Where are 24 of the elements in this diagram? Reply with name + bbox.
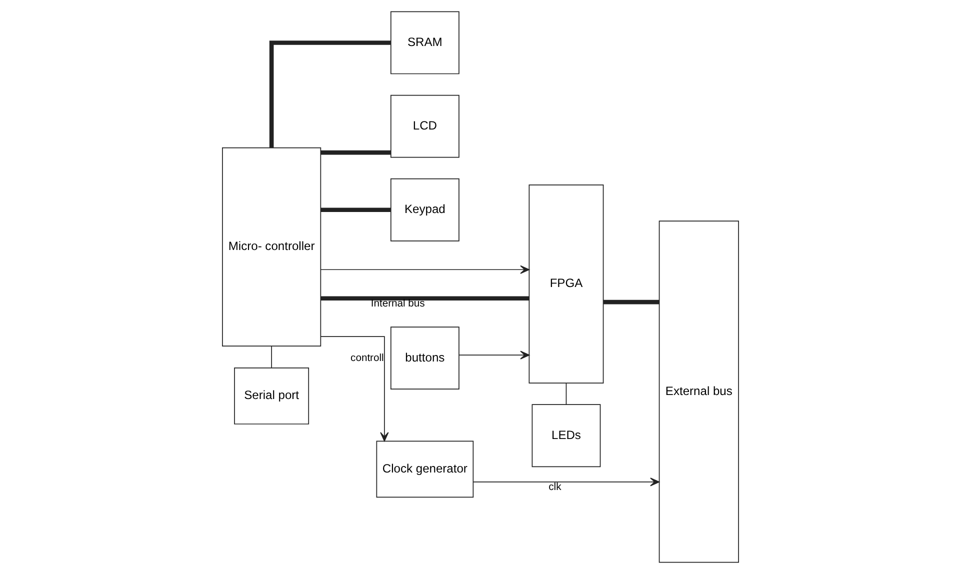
node-box: Micro- controller <box>222 147 322 346</box>
connector <box>269 40 391 148</box>
arrow <box>458 350 530 360</box>
arrow <box>320 265 530 274</box>
node-box: LEDs <box>532 404 601 468</box>
node-box: FPGA <box>528 184 604 384</box>
edge-label: clk <box>548 482 562 494</box>
edge-label: controll <box>350 352 384 364</box>
connector <box>320 208 391 212</box>
node-box: Keypad <box>390 178 460 242</box>
node-box: Serial port <box>234 368 310 424</box>
connector <box>604 300 660 304</box>
connector <box>320 150 391 155</box>
edge-label: Internal bus <box>370 298 425 310</box>
arrow <box>472 478 660 486</box>
connector <box>271 346 272 368</box>
node-box: buttons <box>390 326 460 390</box>
node-box: SRAM <box>390 11 460 74</box>
connector <box>566 383 567 405</box>
node-box: External bus <box>658 220 739 563</box>
node-box: LCD <box>390 94 460 158</box>
node-box: Clock generator <box>376 440 474 498</box>
connector <box>320 296 530 300</box>
arrow <box>320 336 389 442</box>
